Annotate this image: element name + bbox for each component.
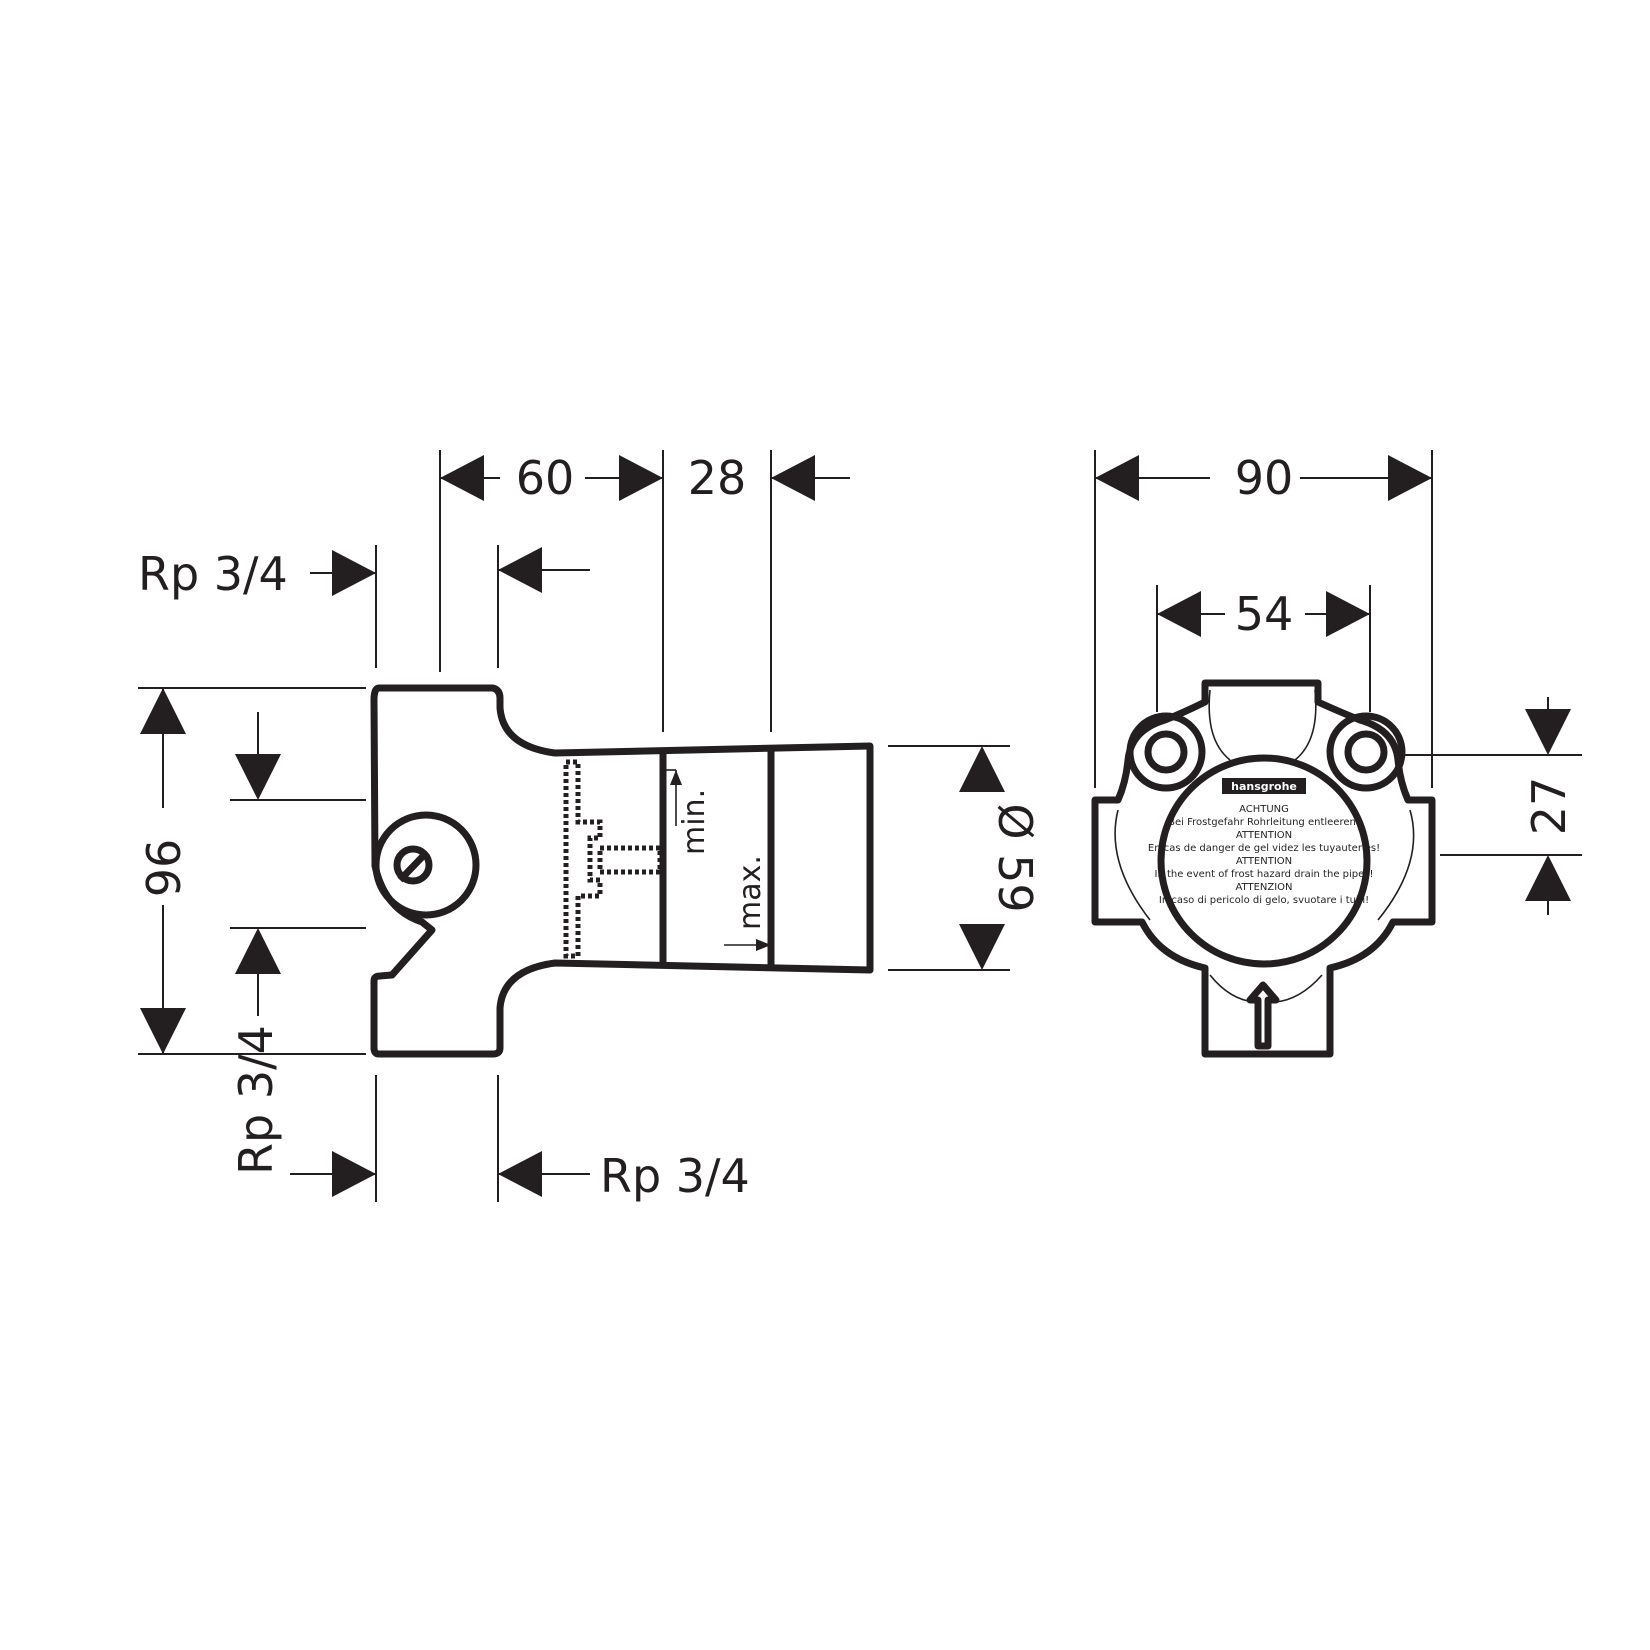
arrow [498,547,542,593]
label-line: ATTENZION [1235,882,1292,893]
dim-60: 60 [516,451,575,505]
thread-top: Rp 3/4 [138,547,288,601]
inner-arc [1294,689,1317,761]
label-line: ATTENTION [1236,830,1292,841]
label-line: In the event of frost hazard drain the p… [1155,869,1374,880]
arrow [619,455,663,501]
arrow [1388,455,1432,501]
label-line: Bei Frostgefahr Rohrleitung entleeren! [1168,817,1360,828]
arrow [140,688,186,734]
front-view: hansgrohe ACHTUNG Bei Frostgefahr Rohrle… [1091,450,1582,1058]
dim-28: 28 [688,451,747,505]
arrow [959,924,1005,970]
dim-54: 54 [1235,587,1294,641]
arrow [235,928,281,974]
hidden-cartridge [563,759,603,959]
inner-arc [1114,809,1151,921]
mount-ear-left [1126,712,1206,792]
label-line: ATTENTION [1236,856,1292,867]
hansgrohe-logo-box [1222,778,1306,794]
arrow [440,455,484,501]
inlet-symbol [393,845,433,885]
hansgrohe-logo: hansgrohe [1231,780,1297,793]
arrow [1157,591,1201,637]
dim-27: 27 [1522,777,1576,836]
flow-arrow-icon [1246,981,1280,1050]
thread-left-bottom: Rp 3/4 [229,1025,283,1175]
thread-right-bottom: Rp 3/4 [600,1149,750,1203]
inlet-symbol-stroke [397,850,429,883]
arrow [332,1151,376,1197]
housing-outline [1091,679,1436,1058]
inlet-ring [372,811,480,919]
arrow [959,746,1005,792]
arrow [1095,455,1139,501]
arrow [670,770,682,785]
label-line: En cas de danger de gel videz les tuyaut… [1148,843,1380,854]
inner-arc [1377,809,1415,921]
arrow [1326,591,1370,637]
label-disc [1157,754,1371,968]
label-line: In caso di pericolo di gelo, svuotare i … [1159,895,1369,906]
inner-arc [1274,974,1323,1003]
hidden-stem [597,845,663,875]
arrow [756,939,771,951]
arrow [498,1151,542,1197]
side-view: 60 28 Rp 3/4 96 Rp 3/4 Rp 3/4 [137,450,1042,1203]
arrow [1525,709,1571,755]
label-line: ACHTUNG [1239,804,1289,815]
label-min: min. [677,789,712,855]
arrow [1525,855,1571,901]
label-max: max. [733,855,768,930]
arrow [140,1008,186,1054]
mount-hole-left [1144,730,1188,774]
arrow [332,550,376,596]
dim-diameter: Ø 59 [988,803,1042,912]
dim-90: 90 [1235,451,1294,505]
mount-hole-right [1344,730,1388,774]
arrow [235,754,281,800]
dim-96: 96 [137,839,191,898]
mount-ear-right [1326,712,1406,792]
inner-arc [1208,689,1231,761]
arrow [771,455,815,501]
